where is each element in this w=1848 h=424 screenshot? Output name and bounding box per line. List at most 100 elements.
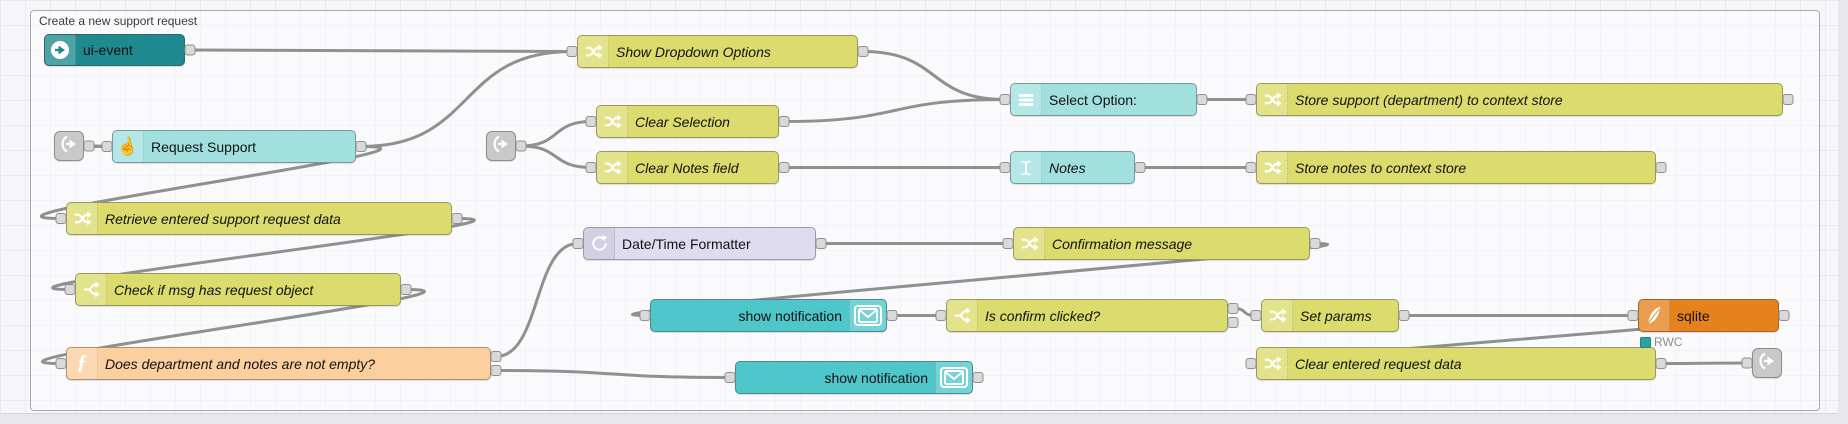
output-port-retrieve-0[interactable]	[451, 213, 463, 224]
wire-clearSelection-to-selectOption[interactable]	[782, 98, 1007, 123]
wire-clearEntered-to-linkOut[interactable]	[1659, 361, 1749, 365]
v-scrollbar-track[interactable]	[1838, 0, 1848, 424]
node-showNotif2[interactable]: show notification	[735, 361, 973, 394]
input-port-isConfirm[interactable]	[935, 310, 947, 321]
input-port-dateTime[interactable]	[572, 238, 584, 249]
node-dateTime[interactable]: Date/Time Formatter	[583, 227, 816, 260]
wire-linkIn2-to-clearNotes[interactable]	[519, 144, 593, 169]
input-port-notes[interactable]	[999, 162, 1011, 173]
output-port-notes-0[interactable]	[1134, 162, 1146, 173]
output-port-clearNotes-0[interactable]	[778, 162, 790, 173]
output-port-dateTime-0[interactable]	[815, 238, 827, 249]
node-label: Store notes to context store	[1295, 159, 1467, 176]
input-port-storeNotes[interactable]	[1245, 162, 1257, 173]
wire-doesDept-to-showNotif2[interactable]	[494, 369, 732, 379]
node-clearNotes[interactable]: Clear Notes field	[596, 151, 779, 184]
output-port-sqlite-0[interactable]	[1778, 310, 1790, 321]
wire-requestSupport-to-showDropdown[interactable]	[359, 50, 574, 148]
input-port-retrieve[interactable]	[55, 213, 67, 224]
output-port-linkIn2-0[interactable]	[515, 140, 527, 152]
node-label: show notification	[824, 369, 928, 386]
output-port-isConfirm-1[interactable]	[1227, 317, 1239, 328]
input-port-requestSupport[interactable]	[101, 141, 113, 152]
feather-icon	[1639, 300, 1670, 331]
input-port-checkIfMsg[interactable]	[64, 284, 76, 295]
node-label: Select Option:	[1049, 91, 1137, 108]
node-clearEntered[interactable]: Clear entered request data	[1256, 347, 1656, 380]
wire-showDropdown-to-selectOption[interactable]	[861, 50, 1007, 101]
input-port-showNotif1[interactable]	[639, 310, 651, 321]
output-port-showNotif1-0[interactable]	[886, 310, 898, 321]
input-port-showNotif2[interactable]	[724, 372, 736, 383]
input-port-selectOption[interactable]	[999, 94, 1011, 105]
node-uiEvent[interactable]: ui-event	[44, 34, 185, 66]
node-selectOption[interactable]: Select Option:	[1010, 83, 1197, 116]
output-port-uiEvent-0[interactable]	[184, 44, 196, 56]
node-notes[interactable]: Notes	[1010, 151, 1135, 184]
shuffle-icon	[578, 36, 609, 67]
output-port-isConfirm-0[interactable]	[1227, 303, 1239, 314]
input-port-clearEntered[interactable]	[1245, 358, 1257, 369]
wire-requestSupport-to-retrieve[interactable]	[39, 145, 383, 220]
output-port-setParams-0[interactable]	[1398, 310, 1410, 321]
output-port-doesDept-0[interactable]	[490, 351, 502, 362]
output-port-storeSupport-0[interactable]	[1782, 94, 1794, 105]
output-port-confirmation-0[interactable]	[1309, 238, 1321, 249]
output-port-selectOption-0[interactable]	[1196, 94, 1208, 105]
node-label: Set params	[1300, 307, 1372, 324]
node-showDropdown[interactable]: Show Dropdown Options	[577, 35, 858, 68]
output-port-showDropdown-0[interactable]	[857, 46, 869, 57]
clock-redo-icon	[584, 228, 615, 259]
link-icon	[491, 134, 511, 159]
node-label: Notes	[1049, 159, 1086, 176]
node-storeNotes[interactable]: Store notes to context store	[1256, 151, 1656, 184]
input-port-confirmation[interactable]	[1002, 238, 1014, 249]
wire-doesDept-to-dateTime[interactable]	[494, 242, 580, 358]
h-scrollbar-track[interactable]	[0, 413, 1848, 424]
switch-icon	[947, 300, 978, 331]
input-port-clearSelection[interactable]	[585, 116, 597, 127]
output-port-doesDept-1[interactable]	[490, 365, 502, 376]
output-port-requestSupport-0[interactable]	[355, 141, 367, 152]
wire-retrieve-to-checkIfMsg[interactable]	[51, 217, 476, 291]
input-port-setParams[interactable]	[1250, 310, 1262, 321]
node-status: RWC	[1640, 335, 1682, 349]
node-storeSupport[interactable]: Store support (department) to context st…	[1256, 83, 1783, 116]
output-port-checkIfMsg-0[interactable]	[400, 284, 412, 295]
node-checkIfMsg[interactable]: Check if msg has request object	[75, 273, 401, 306]
node-label: show notification	[738, 307, 842, 324]
shuffle-icon	[1257, 152, 1288, 183]
output-port-clearEntered-0[interactable]	[1655, 358, 1667, 369]
node-label: Date/Time Formatter	[622, 235, 751, 252]
node-setParams[interactable]: Set params	[1261, 299, 1399, 332]
input-port-linkOut[interactable]	[1741, 357, 1753, 369]
node-linkIn1[interactable]	[54, 131, 84, 161]
node-label: Clear Selection	[635, 113, 730, 130]
node-confirmation[interactable]: Confirmation message	[1013, 227, 1310, 260]
input-port-sqlite[interactable]	[1627, 310, 1639, 321]
node-requestSupport[interactable]: ☝Request Support	[112, 130, 356, 163]
node-clearSelection[interactable]: Clear Selection	[596, 105, 779, 138]
node-label: Store support (department) to context st…	[1295, 91, 1563, 108]
wire-uiEvent-to-showDropdown[interactable]	[188, 48, 574, 53]
input-port-storeSupport[interactable]	[1245, 94, 1257, 105]
output-port-clearSelection-0[interactable]	[778, 116, 790, 127]
output-port-storeNotes-0[interactable]	[1655, 162, 1667, 173]
shuffle-icon	[1262, 300, 1293, 331]
output-port-linkIn1-0[interactable]	[83, 140, 95, 152]
node-label: Clear entered request data	[1295, 355, 1462, 372]
node-label: Retrieve entered support request data	[105, 210, 341, 227]
input-port-clearNotes[interactable]	[585, 162, 597, 173]
node-retrieve[interactable]: Retrieve entered support request data	[66, 202, 452, 235]
input-port-showDropdown[interactable]	[566, 46, 578, 57]
wire-checkIfMsg-to-doesDept[interactable]	[41, 288, 426, 365]
envelope-icon	[935, 362, 972, 393]
output-port-showNotif2-0[interactable]	[972, 372, 984, 383]
status-text: RWC	[1654, 335, 1683, 349]
node-label: Is confirm clicked?	[985, 307, 1101, 324]
input-port-doesDept[interactable]	[55, 358, 67, 369]
node-isConfirm[interactable]: Is confirm clicked?	[946, 299, 1228, 332]
